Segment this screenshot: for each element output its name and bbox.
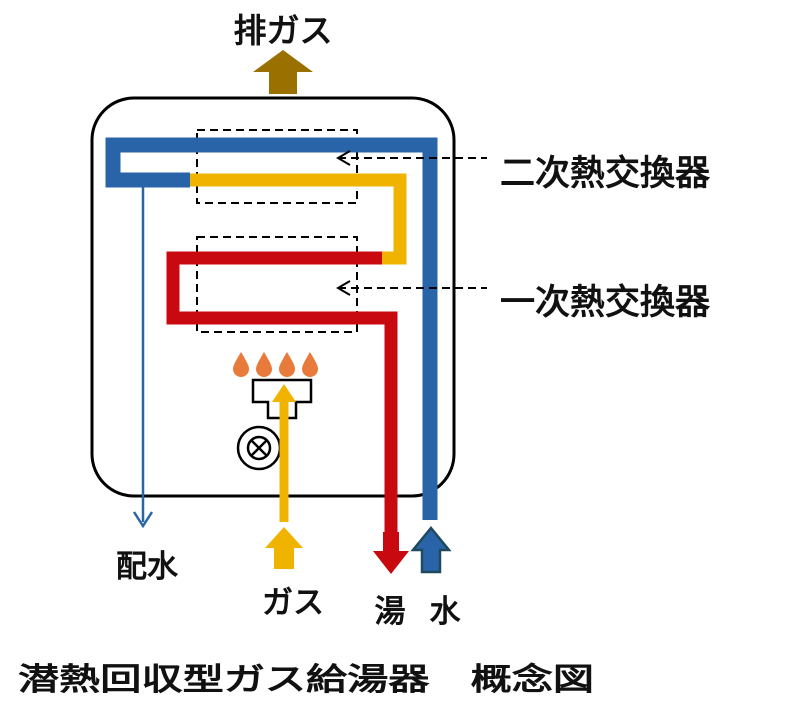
flame-icon bbox=[256, 352, 272, 377]
primary-exchanger-label: 一次熱交換器 bbox=[500, 282, 711, 323]
water-pipe bbox=[105, 137, 438, 520]
flame-icon bbox=[233, 352, 249, 377]
water-label: 水 bbox=[430, 594, 462, 630]
primary-exchanger-box bbox=[196, 236, 358, 333]
hot-water-outlet-arrow bbox=[373, 532, 409, 574]
exhaust-label: 排ガス bbox=[234, 11, 333, 50]
gas-label: ガス bbox=[262, 585, 324, 621]
hot-water-label: 湯 bbox=[375, 594, 406, 630]
gas-supply-arrowhead bbox=[272, 384, 296, 402]
exhaust-arrow bbox=[253, 50, 313, 94]
diagram-caption: 潜熱回収型ガス給湯器 概念図 bbox=[18, 662, 594, 698]
gas-inlet-arrow bbox=[265, 527, 303, 569]
flame-icon bbox=[279, 352, 295, 377]
flame-icon bbox=[302, 352, 318, 377]
drain-arrowhead bbox=[132, 511, 154, 529]
secondary-exchanger-label: 二次熱交換器 bbox=[500, 153, 711, 194]
water-inlet-arrow bbox=[410, 526, 452, 574]
burner-flames bbox=[233, 352, 318, 377]
hot-water-pipe bbox=[166, 251, 398, 532]
valve-cross bbox=[250, 439, 268, 457]
primary-pointer-arrowhead bbox=[336, 280, 351, 296]
secondary-exchanger-box bbox=[196, 129, 358, 204]
unit-housing bbox=[90, 96, 456, 498]
drain-label: 配水 bbox=[116, 549, 179, 585]
preheat-pipe bbox=[190, 173, 407, 265]
secondary-pointer-arrowhead bbox=[336, 150, 351, 166]
